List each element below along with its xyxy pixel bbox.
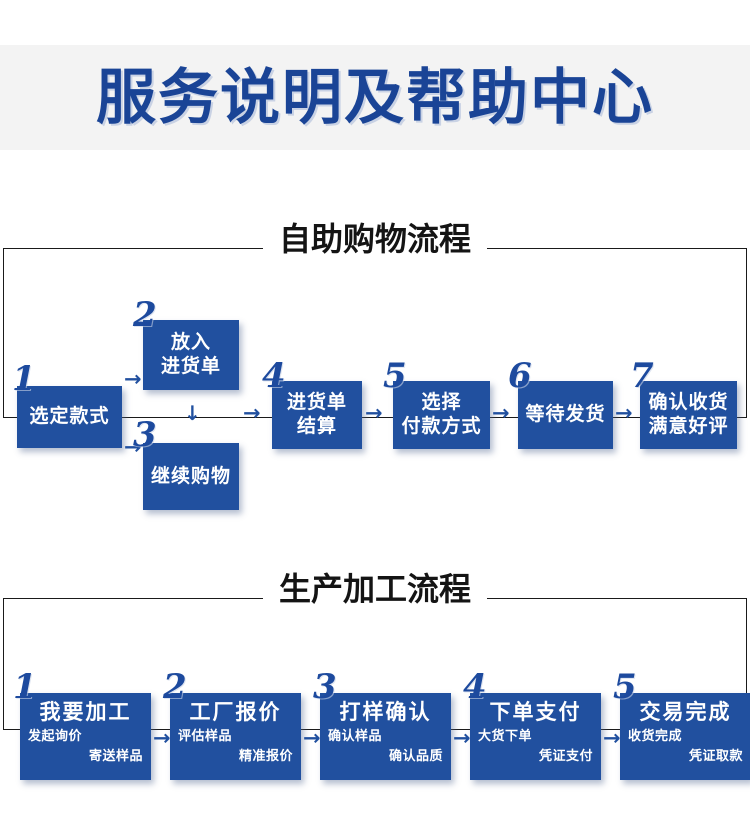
arrow-proc4-to-proc5: → [603,726,621,750]
arrow-step2-to-step4: → [243,401,261,425]
process-box-2-sub-2: 精准报价 [238,748,293,764]
step-number-7: 7 [630,356,654,396]
step-number-1: 1 [12,359,36,399]
arrow-step2-to-step3: ↓ [184,401,201,425]
flow-box-step-4-line-1: 进货单 [286,391,347,414]
flow-box-step-4-line-2: 结算 [296,415,337,437]
process-box-2-sub-1: 评估样品 [178,729,233,745]
proc-number-3: 3 [313,667,337,707]
process-box-3-title: 打样确认 [339,700,432,724]
arrow-step6-to-step7: → [615,401,633,425]
flow-box-step-4[interactable]: 进货单 结算 [272,381,362,449]
flow-box-step-7[interactable]: 确认收货 满意好评 [640,381,737,449]
flow-box-step-2-line-2: 进货单 [160,355,221,377]
header-band: 服务说明及帮助中心 [0,45,750,150]
flow-box-step-7-line-1: 确认收货 [648,391,729,414]
arrow-proc1-to-proc2: → [153,726,171,750]
process-box-1[interactable]: 我要加工 发起询价 寄送样品 [20,693,151,780]
process-box-3[interactable]: 打样确认 确认样品 确认品质 [320,693,451,780]
flow-box-step-7-line-2: 满意好评 [648,415,729,437]
flow-box-step-5-line-1: 选择 [421,391,462,414]
process-box-5-sub-2: 凭证取款 [688,748,743,764]
proc-number-1: 1 [13,667,37,707]
process-box-3-sub-1: 确认样品 [328,729,383,745]
process-box-3-sub-2: 确认品质 [388,748,443,764]
arrow-step1-to-step3: → [124,435,142,459]
step-number-2: 2 [133,295,157,335]
process-box-5-title: 交易完成 [639,700,732,724]
arrow-proc3-to-proc4: → [453,726,471,750]
process-box-4-title: 下单支付 [489,700,582,724]
process-box-4-sub-2: 凭证支付 [538,748,593,764]
flow-box-step-5[interactable]: 选择 付款方式 [393,381,490,449]
step-number-5: 5 [383,356,407,396]
arrow-step5-to-step6: → [492,401,510,425]
process-box-5-sub-1: 收货完成 [628,729,683,745]
arrow-step1-to-step2: → [124,367,142,391]
step-number-6: 6 [508,356,532,396]
flow-box-step-5-line-2: 付款方式 [401,415,482,437]
page-title: 服务说明及帮助中心 [96,62,654,133]
step-number-3: 3 [133,415,157,455]
section-production-processing: 生产加工流程 [3,571,747,730]
step-number-4: 4 [262,356,286,396]
proc-number-2: 2 [163,667,187,707]
arrow-proc2-to-proc3: → [303,726,321,750]
flow-box-step-2-line-1: 放入 [170,331,211,354]
process-box-4-sub-1: 大货下单 [478,729,533,745]
flow-box-step-2[interactable]: 放入 进货单 [143,320,239,390]
process-box-2[interactable]: 工厂报价 评估样品 精准报价 [170,693,301,780]
flow-box-step-3[interactable]: 继续购物 [143,443,239,510]
flow-box-step-6-line-1: 等待发货 [525,403,606,426]
flow-box-step-3-line-1: 继续购物 [150,464,231,487]
flow-box-step-1[interactable]: 选定款式 [17,386,122,448]
process-box-1-sub-1: 发起询价 [28,729,83,745]
process-box-1-sub-2: 寄送样品 [88,748,143,764]
process-box-2-title: 工厂报价 [189,700,282,724]
section-border-shopping [3,248,747,418]
arrow-step4-to-step5: → [365,401,383,425]
section-self-service-shopping: 自助购物流程 [3,221,747,418]
flow-box-step-1-line-1: 选定款式 [29,405,110,428]
process-box-5[interactable]: 交易完成 收货完成 凭证取款 [620,693,750,780]
section-legend-shopping: 自助购物流程 [262,221,488,258]
process-box-1-title: 我要加工 [39,700,132,724]
flow-box-step-6[interactable]: 等待发货 [518,381,613,449]
proc-number-5: 5 [613,667,637,707]
proc-number-4: 4 [463,667,487,707]
process-box-4[interactable]: 下单支付 大货下单 凭证支付 [470,693,601,780]
section-legend-production: 生产加工流程 [262,571,488,608]
